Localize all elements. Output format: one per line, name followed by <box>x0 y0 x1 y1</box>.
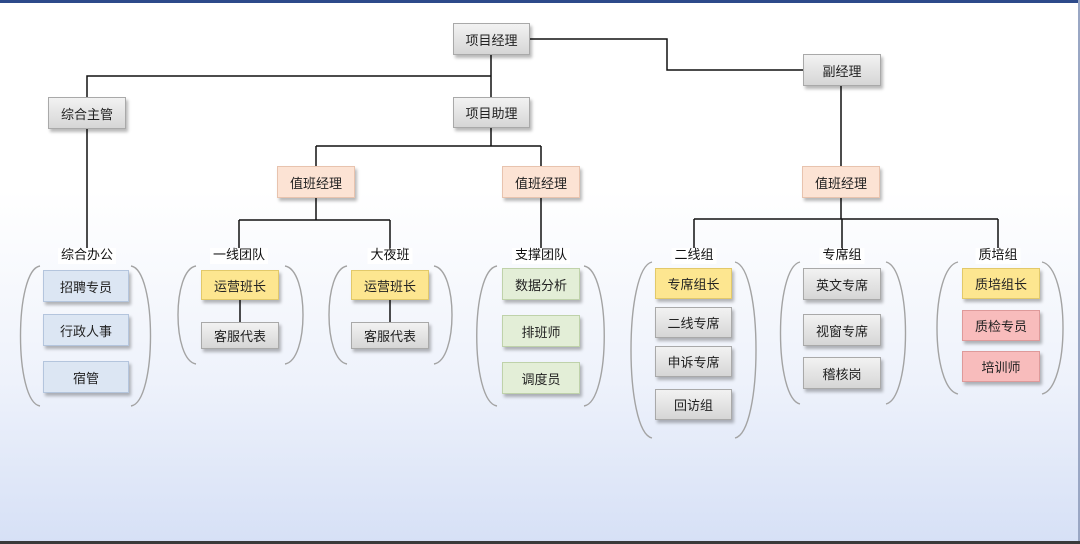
bracket-quality-right <box>1041 261 1064 395</box>
office-item-dorm: 宿管 <box>43 361 129 393</box>
bracket-night-right <box>433 265 453 365</box>
group-label-frontline: 一线团队 <box>209 248 269 264</box>
frontline-item-cs-rep: 客服代表 <box>201 322 279 349</box>
project-assistant-box: 项目助理 <box>453 97 530 128</box>
second-line-item-callback: 回访组 <box>655 389 732 420</box>
bracket-office-left <box>19 265 41 407</box>
connector-shift1-split <box>238 219 391 248</box>
shift-manager-box-3: 值班经理 <box>802 166 880 198</box>
special-item-window: 视窗专席 <box>803 314 881 346</box>
bracket-special-right <box>885 261 907 405</box>
bracket-special-left <box>779 261 801 405</box>
bracket-frontline-left <box>177 265 197 365</box>
quality-item-trainer: 培训师 <box>962 351 1040 382</box>
group-label-support: 支撑团队 <box>511 248 571 264</box>
group-label-second-line: 二线组 <box>671 248 717 264</box>
group-label-night: 大夜班 <box>367 248 413 264</box>
group-label-quality: 质培组 <box>975 248 1021 264</box>
bracket-second-right <box>734 261 757 439</box>
bracket-support-right <box>583 265 605 407</box>
bottom-border <box>0 541 1080 544</box>
night-item-cs-rep: 客服代表 <box>351 322 429 349</box>
bracket-support-left <box>476 265 498 407</box>
group-label-office: 综合办公 <box>57 248 117 264</box>
bracket-quality-left <box>936 261 959 395</box>
bracket-office-right <box>130 265 152 407</box>
top-border <box>0 0 1080 3</box>
support-item-data-analysis: 数据分析 <box>502 268 580 300</box>
special-item-audit: 稽核岗 <box>803 357 881 389</box>
office-item-recruiter: 招聘专员 <box>43 270 129 302</box>
second-line-item-specialist: 二线专席 <box>655 307 732 338</box>
bracket-second-left <box>630 261 653 439</box>
connector-shift3-split <box>693 218 999 248</box>
right-border <box>1078 0 1080 544</box>
second-line-item-lead: 专席组长 <box>655 268 732 299</box>
night-item-ops-lead: 运营班长 <box>351 270 429 300</box>
support-item-dispatcher: 调度员 <box>502 362 580 394</box>
support-item-scheduler: 排班师 <box>502 315 580 347</box>
connector-assistant-split <box>315 145 542 166</box>
group-label-special: 专席组 <box>819 248 865 264</box>
quality-item-lead: 质培组长 <box>962 268 1040 299</box>
office-item-admin-hr: 行政人事 <box>43 314 129 346</box>
connector-pm-to-supervisor <box>86 75 491 97</box>
connector-pm-to-deputy <box>529 38 803 71</box>
bracket-night-left <box>328 265 348 365</box>
deputy-manager-box: 副经理 <box>803 54 881 86</box>
general-supervisor-box: 综合主管 <box>48 97 126 129</box>
project-manager-box: 项目经理 <box>453 23 530 55</box>
second-line-item-appeals: 申诉专席 <box>655 346 732 377</box>
bracket-frontline-right <box>284 265 304 365</box>
special-item-english: 英文专席 <box>803 268 881 300</box>
frontline-item-ops-lead: 运营班长 <box>201 270 279 300</box>
shift-manager-box-1: 值班经理 <box>277 166 355 198</box>
shift-manager-box-2: 值班经理 <box>502 166 580 198</box>
quality-item-inspector: 质检专员 <box>962 310 1040 341</box>
